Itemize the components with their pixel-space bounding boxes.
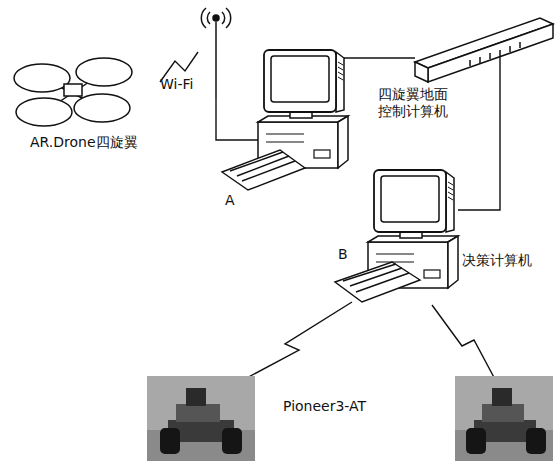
antenna-node: Wi-Fi (198, 8, 234, 98)
callout-letter: A (225, 192, 235, 209)
cable (216, 98, 258, 140)
robot-label: Pioneer3-AT (283, 398, 366, 415)
computer-node: 四旋翼地面控制计算机A (258, 46, 352, 172)
node-label: Wi-Fi (160, 76, 193, 93)
robot-photo (147, 376, 553, 461)
cable (344, 57, 500, 210)
antenna (201, 8, 230, 98)
callout-letter: B (338, 246, 348, 263)
node-label: AR.Drone四旋翼 (30, 134, 138, 151)
node-label: 四旋翼地面控制计算机 (378, 86, 454, 120)
computer-node: 决策计算机B (368, 166, 460, 290)
quadrotor (14, 58, 132, 126)
keyboard (222, 150, 420, 302)
drone-node: AR.Drone四旋翼 (10, 58, 160, 153)
node-label: 决策计算机 (462, 252, 532, 269)
network-switch (415, 18, 553, 82)
